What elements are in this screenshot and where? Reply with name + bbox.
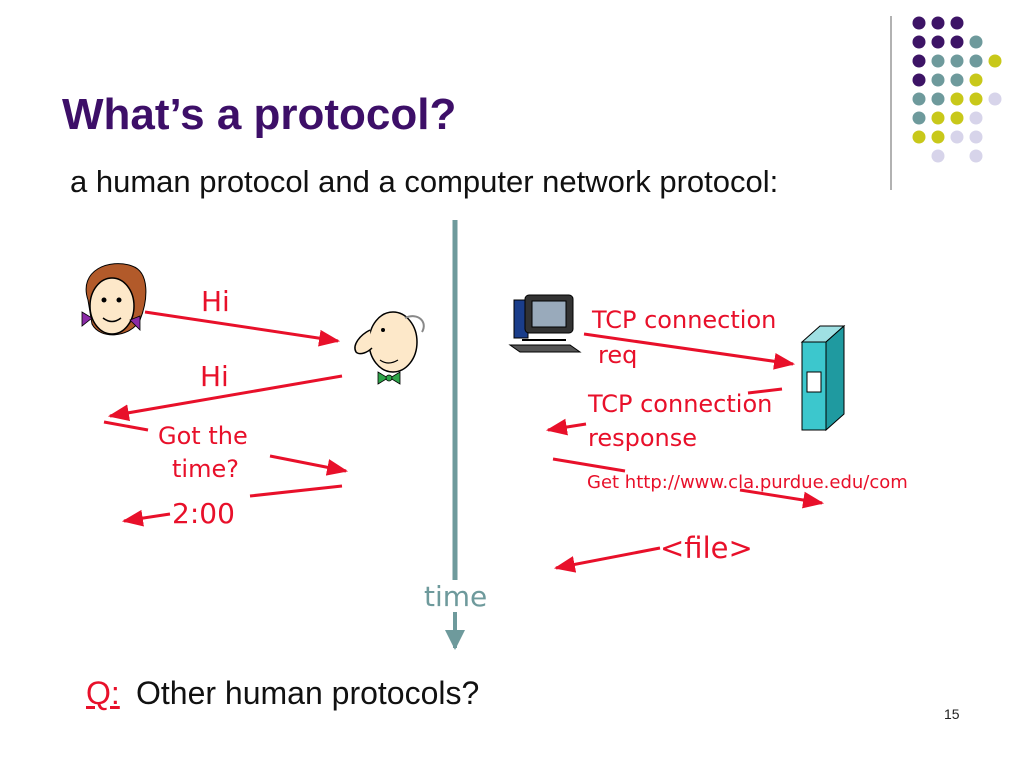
decoration-dot	[969, 92, 983, 106]
decoration-dot	[950, 92, 964, 106]
decoration-dot	[931, 54, 945, 68]
decoration-dot	[950, 35, 964, 49]
decoration-dot	[912, 111, 926, 125]
decoration-dot	[969, 73, 983, 87]
decoration-dot	[931, 111, 945, 125]
decoration-dot	[912, 35, 926, 49]
question-text: Other human protocols?	[136, 675, 480, 711]
human-msg-200: 2:00	[172, 497, 235, 530]
decoration-dot	[931, 16, 945, 30]
decoration-dot	[912, 54, 926, 68]
network-tick-1	[747, 387, 783, 395]
human-msg-hi-1: Hi	[201, 285, 230, 318]
network-msg-file: <file>	[660, 531, 753, 565]
decoration-dot	[912, 73, 926, 87]
decoration-dot	[931, 149, 945, 163]
server-icon	[800, 324, 846, 432]
decoration-dot	[950, 130, 964, 144]
decoration-dot	[931, 35, 945, 49]
decoration-dot	[969, 54, 983, 68]
computer-icon	[508, 294, 582, 353]
human-tick-2	[249, 484, 343, 498]
decoration-dot	[950, 54, 964, 68]
network-arrow-file	[553, 546, 661, 573]
slide-title: What’s a protocol?	[62, 90, 457, 139]
question-prefix: Q:	[86, 675, 120, 711]
human-arrow-200	[121, 509, 171, 527]
slide-subtitle: a human protocol and a computer network …	[70, 164, 779, 199]
human-msg-time-line2: time?	[172, 455, 239, 483]
network-msg-response-line2: response	[588, 424, 698, 452]
network-tick-2	[552, 457, 626, 473]
decoration-dot	[969, 111, 983, 125]
decoration-dot	[931, 92, 945, 106]
network-arrow-get	[739, 488, 825, 509]
decoration-dot	[969, 130, 983, 144]
decoration-dot	[912, 16, 926, 30]
decoration-dot	[969, 149, 983, 163]
network-msg-response-line1: TCP connection	[588, 390, 773, 418]
human-arrow-hi-1	[144, 310, 341, 347]
dot-grid-decoration	[912, 16, 1002, 163]
man-face-icon	[354, 311, 425, 385]
decoration-dot	[988, 54, 1002, 68]
human-arrow-hi-2	[107, 374, 343, 422]
decoration-dot	[950, 73, 964, 87]
human-arrow-time	[269, 454, 349, 476]
human-tick-1	[103, 420, 149, 432]
decoration-dot	[969, 35, 983, 49]
woman-face-icon	[81, 263, 147, 336]
network-msg-req-line1: TCP connection	[592, 306, 777, 334]
network-arrow-req	[583, 332, 796, 370]
decoration-dot	[931, 73, 945, 87]
human-msg-time-line1: Got the	[158, 422, 248, 450]
timeline-label: time	[424, 580, 488, 613]
decoration-dot	[912, 92, 926, 106]
decoration-dot	[988, 92, 1002, 106]
decoration-dot	[912, 130, 926, 144]
page-number: 15	[944, 706, 960, 722]
decoration-dot	[931, 130, 945, 144]
decoration-dot	[950, 111, 964, 125]
network-msg-get: Get http://www.cla.purdue.edu/com	[587, 472, 908, 493]
network-msg-req-line2: req	[598, 341, 638, 369]
human-msg-hi-2: Hi	[200, 360, 229, 393]
network-arrow-response	[545, 418, 587, 436]
decoration-dot	[950, 16, 964, 30]
